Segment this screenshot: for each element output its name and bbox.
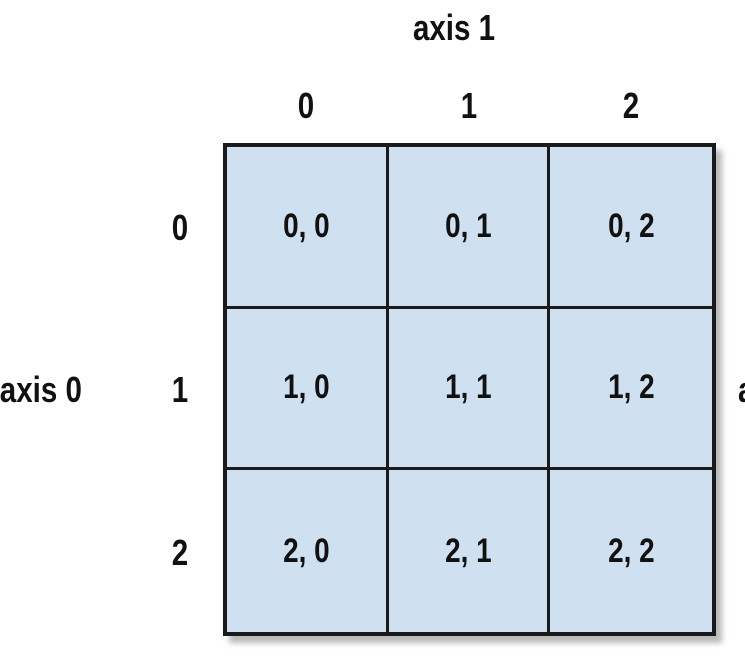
row-index-2: 2 (171, 532, 189, 573)
cell-label: 0, 1 (444, 206, 492, 245)
cell-label: 0, 0 (283, 206, 330, 245)
cell-label: 2, 1 (444, 531, 492, 570)
grid-cell-0-2: 0, 2 (550, 147, 712, 309)
grid-cell-1-2: 1, 2 (550, 309, 712, 471)
grid-cell-2-1: 2, 1 (389, 470, 551, 632)
grid-cell-1-1: 1, 1 (388, 308, 551, 471)
axis-0-label: axis 0 (0, 369, 82, 410)
cell-label: 2, 2 (607, 531, 655, 570)
right-edge-glyph: a (738, 372, 745, 408)
column-index-1: 1 (460, 85, 478, 126)
grid-cell-2-0: 2, 0 (227, 470, 389, 632)
cell-label: 0, 2 (607, 206, 655, 245)
grid-cell-2-2: 2, 2 (550, 470, 712, 632)
column-index-0: 0 (297, 85, 315, 126)
array-grid: 0, 0 0, 1 0, 2 1, 0 1, 1 1, 2 2, 0 2, 1 … (223, 143, 716, 636)
axis-1-label: axis 1 (412, 7, 496, 48)
row-index-0: 0 (171, 207, 189, 248)
cell-label: 1, 1 (444, 368, 492, 407)
grid-cell-1-0: 1, 0 (227, 308, 389, 471)
row-index-1: 1 (171, 369, 189, 410)
column-index-2: 2 (622, 85, 640, 126)
cell-label: 2, 0 (283, 531, 330, 570)
grid-cell-0-1: 0, 1 (388, 147, 551, 309)
cell-label: 1, 0 (283, 368, 330, 407)
grid-cell-0-0: 0, 0 (227, 147, 389, 309)
cell-label: 1, 2 (607, 368, 655, 407)
